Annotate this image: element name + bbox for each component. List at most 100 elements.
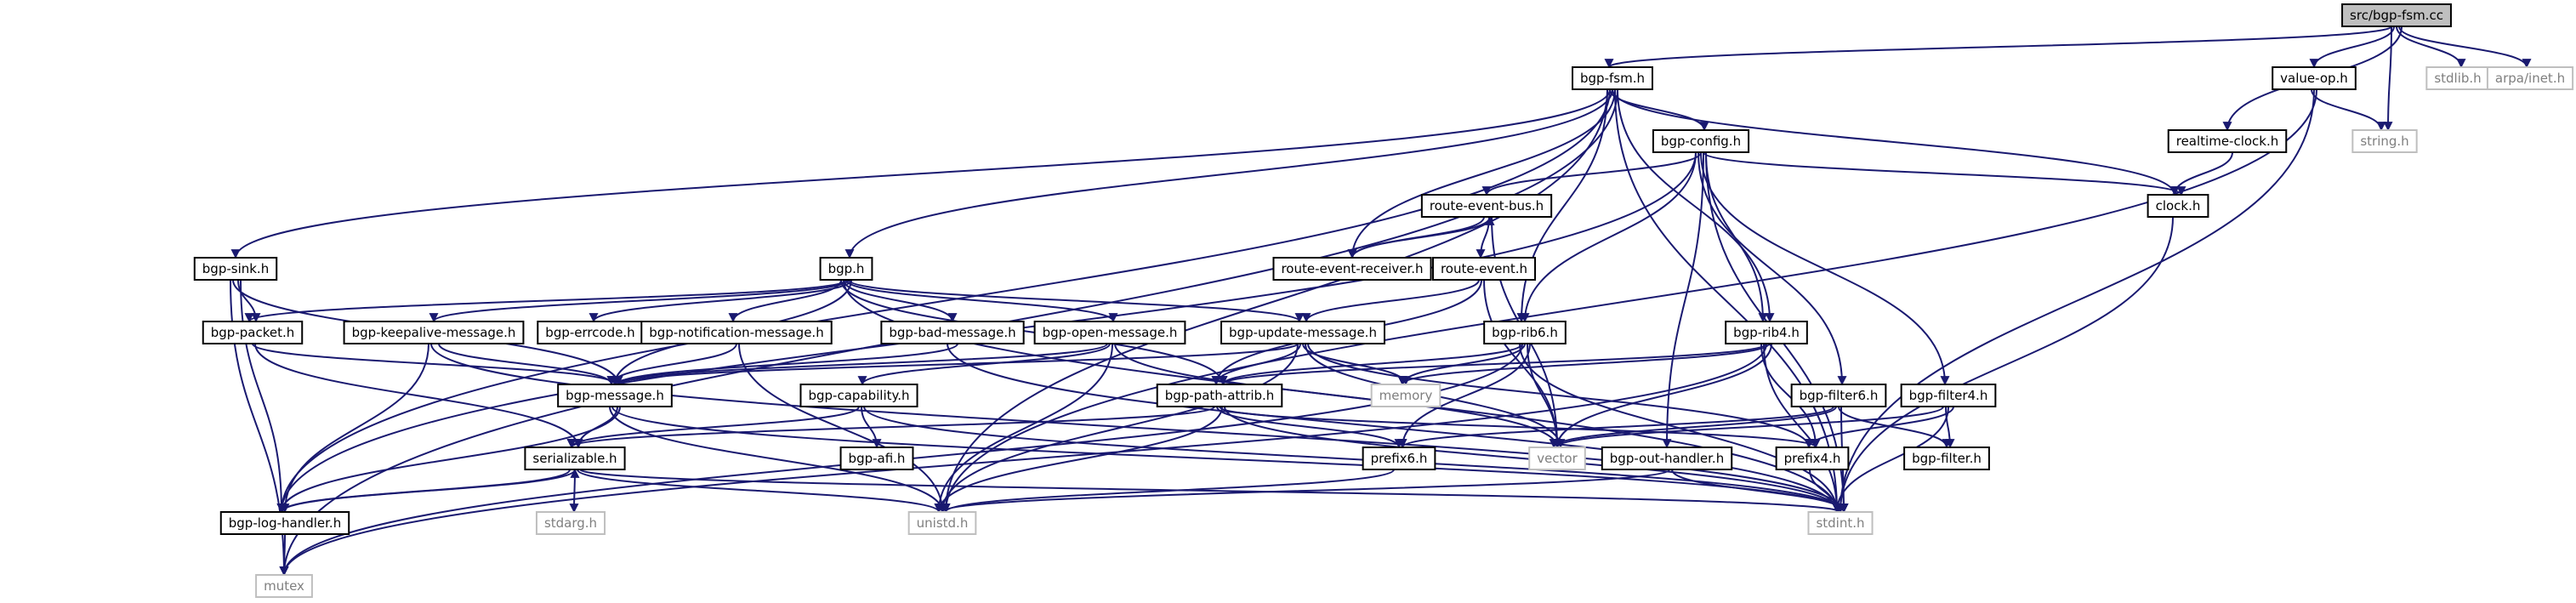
- edge-bgp-h-to-bgp-path-attrib-h: [840, 279, 1228, 386]
- edge-path: [1218, 343, 1523, 386]
- node-label: bgp-path-attrib.h: [1165, 388, 1275, 403]
- node-box: [1033, 321, 1186, 344]
- edge-path: [609, 406, 947, 514]
- edge-bgp-rib4-h-to-bgp-path-attrib-h: [1218, 343, 1767, 386]
- node-prefix4-h[interactable]: prefix4.h: [1775, 447, 1850, 470]
- node-bgp-afi-h[interactable]: bgp-afi.h: [839, 447, 914, 470]
- edge-path: [840, 279, 1228, 386]
- node-route-event-receiver-h[interactable]: route-event-receiver.h: [1272, 257, 1432, 281]
- edge-path: [1476, 216, 1490, 259]
- edge-bgp-fsm-h-to-bgp-rib4-h: [1617, 88, 1775, 323]
- node-bgp-update-message-h[interactable]: bgp-update-message.h: [1220, 321, 1385, 344]
- edge-bgp-config-h-to-bgp-rib6-h: [1520, 151, 1697, 323]
- edge-bgp-config-h-to-bgp-filter6-h: [1697, 151, 1847, 386]
- node-box: [1420, 194, 1553, 218]
- node-label: bgp-message.h: [566, 388, 664, 403]
- edge-serializable-h-to-unistd-h: [577, 469, 944, 514]
- node-bgp-capability-h[interactable]: bgp-capability.h: [799, 384, 918, 407]
- node-label: prefix6.h: [1371, 451, 1428, 466]
- edge-path: [280, 343, 429, 514]
- edge-path: [438, 343, 617, 386]
- node-label: arpa/inet.h: [2495, 71, 2565, 86]
- node-bgp-fsm-h[interactable]: bgp-fsm.h: [1572, 66, 1653, 90]
- node-bgp-filter4-h[interactable]: bgp-filter4.h: [1900, 384, 1997, 407]
- node-label: bgp-config.h: [1661, 134, 1741, 149]
- edge-path: [230, 88, 1611, 259]
- node-route-event-bus-h[interactable]: route-event-bus.h: [1420, 194, 1553, 218]
- node-label: src/bgp-fsm.cc: [2350, 8, 2443, 23]
- edge-bgp-open-message-h-to-bgp-capability-h: [857, 343, 1111, 386]
- node-box: [1601, 447, 1733, 470]
- node-label: memory: [1379, 388, 1433, 403]
- edge-bgp-config-h-to-route-event-bus-h: [1481, 151, 1702, 196]
- node-bgp-open-message-h[interactable]: bgp-open-message.h: [1033, 321, 1186, 344]
- node-bgp-bad-message-h[interactable]: bgp-bad-message.h: [880, 321, 1025, 344]
- edge-path: [1397, 343, 1770, 386]
- edge-bgp-sink-h-to-bgp-log-handler-h: [240, 279, 287, 514]
- node-box: [193, 257, 278, 281]
- node-box: [1725, 321, 1808, 344]
- edge-path: [1763, 343, 1842, 514]
- edge-path: [1614, 88, 1842, 514]
- node-bgp-config-h[interactable]: bgp-config.h: [1652, 129, 1750, 153]
- node-value-op-h[interactable]: value-op.h: [2272, 66, 2357, 90]
- node-realtime-clock-h[interactable]: realtime-clock.h: [2167, 129, 2288, 153]
- edge-path: [276, 406, 621, 514]
- node-bgp-fsm-cc[interactable]: src/bgp-fsm.cc: [2341, 3, 2452, 27]
- node-box: [1362, 447, 1436, 470]
- node-string-h: string.h: [2351, 129, 2418, 153]
- edge-realtime-clock-h-to-clock-h: [2169, 151, 2233, 196]
- node-stdlib-h: stdlib.h: [2425, 66, 2490, 90]
- edge-bgp-fsm-h-to-stdint-h: [1614, 88, 1842, 514]
- node-prefix6-h[interactable]: prefix6.h: [1362, 447, 1436, 470]
- edge-bgp-fsm-cc-to-value-op-h: [2309, 26, 2395, 69]
- edge-path: [1351, 215, 1495, 259]
- edge-bgp-fsm-cc-to-string-h: [2383, 26, 2393, 132]
- edge-path: [941, 469, 1395, 514]
- edge-bgp-path-attrib-h-to-unistd-h: [934, 406, 1223, 514]
- edge-path: [1760, 343, 1821, 449]
- edge-path: [934, 406, 1223, 514]
- node-bgp-notification-message-h[interactable]: bgp-notification-message.h: [640, 321, 833, 344]
- edge-bgp-filter6-h-to-vector: [1549, 406, 1837, 449]
- node-bgp-packet-h[interactable]: bgp-packet.h: [202, 321, 304, 344]
- edge-path: [1835, 216, 2174, 514]
- node-bgp-sink-h[interactable]: bgp-sink.h: [193, 257, 278, 281]
- node-label: bgp-packet.h: [211, 325, 294, 340]
- node-box: [1790, 384, 1887, 407]
- edge-path: [579, 469, 1845, 514]
- node-bgp-log-handler-h[interactable]: bgp-log-handler.h: [219, 511, 350, 535]
- node-label: bgp-afi.h: [849, 451, 906, 466]
- edge-bgp-fsm-h-to-clock-h: [1612, 88, 2180, 196]
- edge-path: [1549, 406, 1837, 449]
- node-bgp-filter-h[interactable]: bgp-filter.h: [1903, 447, 1990, 470]
- node-bgp-rib6-h[interactable]: bgp-rib6.h: [1483, 321, 1567, 344]
- edge-path: [566, 406, 1215, 449]
- node-clock-h[interactable]: clock.h: [2147, 194, 2209, 218]
- node-route-event-h[interactable]: route-event.h: [1431, 257, 1537, 281]
- edge-path: [1838, 406, 1952, 449]
- edge-bgp-h-to-bgp-keepalive-message-h: [429, 279, 850, 323]
- node-bgp-h[interactable]: bgp.h: [819, 257, 873, 281]
- edge-path: [1662, 151, 1704, 449]
- edge-route-event-bus-h-to-route-event-h: [1476, 216, 1490, 259]
- edge-bgp-update-message-h-to-memory: [1302, 343, 1411, 386]
- node-bgp-filter6-h[interactable]: bgp-filter6.h: [1790, 384, 1887, 407]
- node-bgp-keepalive-message-h[interactable]: bgp-keepalive-message.h: [343, 321, 525, 344]
- edge-bgp-h-to-bgp-bad-message-h: [843, 279, 958, 323]
- node-bgp-path-attrib-h[interactable]: bgp-path-attrib.h: [1156, 384, 1283, 407]
- node-bgp-out-handler-h[interactable]: bgp-out-handler.h: [1601, 447, 1733, 470]
- node-box: [537, 321, 644, 344]
- node-bgp-errcode-h[interactable]: bgp-errcode.h: [537, 321, 644, 344]
- node-box: [1775, 447, 1850, 470]
- node-box: [1807, 511, 1874, 535]
- edge-path: [613, 343, 1299, 386]
- edge-path: [1216, 406, 1404, 449]
- node-box: [343, 321, 525, 344]
- node-label: bgp-out-handler.h: [1610, 451, 1724, 466]
- node-bgp-rib4-h[interactable]: bgp-rib4.h: [1725, 321, 1808, 344]
- node-serializable-h[interactable]: serializable.h: [524, 447, 626, 470]
- node-bgp-message-h[interactable]: bgp-message.h: [557, 384, 673, 407]
- node-box: [219, 511, 350, 535]
- node-label: bgp-sink.h: [202, 261, 269, 276]
